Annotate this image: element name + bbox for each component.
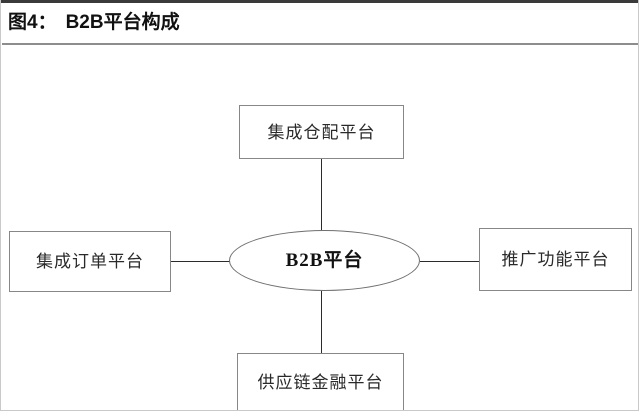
node-b2b-platform-center[interactable]: B2B平台 xyxy=(229,230,420,291)
node-label: 集成仓配平台 xyxy=(267,122,376,142)
diagram-area: 集成仓配平台 集成订单平台 推广功能平台 供应链金融平台 B2B平台 xyxy=(1,45,638,410)
node-integrated-warehouse-distribution[interactable]: 集成仓配平台 xyxy=(239,105,404,159)
node-supply-chain-finance[interactable]: 供应链金融平台 xyxy=(237,353,404,410)
figure-title-text: B2B平台构成 xyxy=(65,12,180,33)
header-bottom-rule xyxy=(2,43,638,45)
header-top-rule xyxy=(1,0,638,3)
connector-left-to-center xyxy=(171,261,230,262)
center-node-label: B2B平台 xyxy=(285,250,364,271)
node-label: 集成订单平台 xyxy=(36,252,144,271)
connector-center-to-top xyxy=(321,159,322,230)
node-label: 推广功能平台 xyxy=(501,250,610,269)
node-promotion-function[interactable]: 推广功能平台 xyxy=(479,228,632,291)
node-label: 供应链金融平台 xyxy=(257,372,384,392)
figure-index-label: 图4： xyxy=(8,12,57,33)
connector-center-to-right xyxy=(420,261,480,262)
connector-center-to-bottom xyxy=(321,291,322,353)
figure-title: 图4： B2B平台构成 xyxy=(8,9,180,37)
node-integrated-order[interactable]: 集成订单平台 xyxy=(9,231,171,292)
